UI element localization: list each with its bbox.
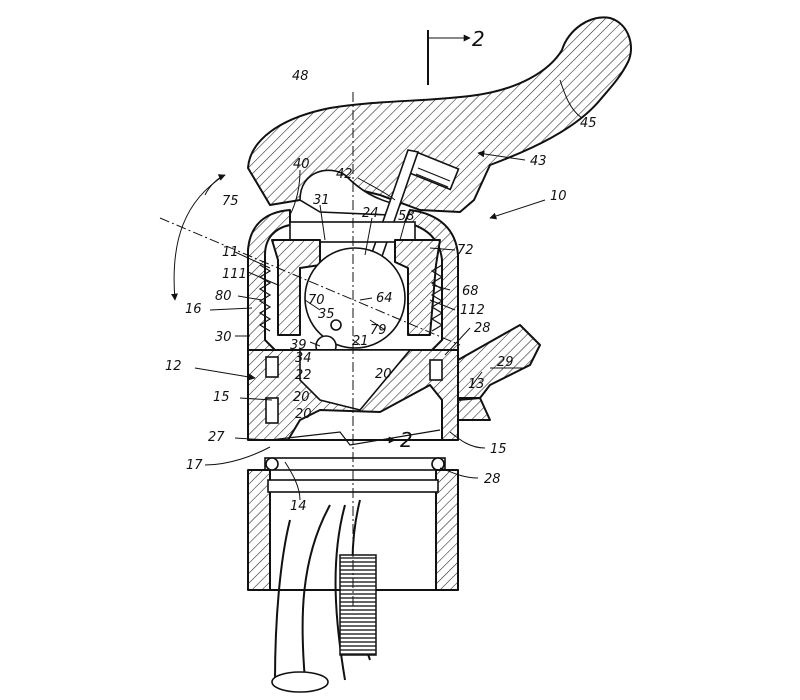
label-31: 31 bbox=[313, 193, 330, 208]
label-111: 111 bbox=[222, 267, 247, 282]
knurled-shaft bbox=[339, 554, 377, 656]
label-39: 39 bbox=[290, 338, 307, 353]
label-75: 75 bbox=[222, 194, 239, 209]
label-68: 68 bbox=[462, 284, 479, 299]
seat-block-right bbox=[394, 239, 441, 336]
label-45: 45 bbox=[580, 116, 597, 131]
cable-left bbox=[274, 519, 291, 681]
label-13: 13 bbox=[468, 377, 485, 392]
spring-right bbox=[430, 264, 444, 332]
set-screw-thread bbox=[417, 167, 451, 182]
label-40: 40 bbox=[293, 157, 310, 172]
label-70: 70 bbox=[308, 293, 325, 308]
label-15-right: 15 bbox=[490, 442, 507, 457]
seal-left-2 bbox=[265, 397, 279, 424]
spring-left bbox=[258, 264, 272, 332]
bleed-channel bbox=[269, 429, 441, 446]
hose-fitting-lower bbox=[457, 397, 491, 421]
label-20-a: 20 bbox=[375, 367, 392, 382]
label-15-left: 15 bbox=[213, 390, 230, 405]
pin bbox=[330, 319, 342, 331]
label-34: 34 bbox=[295, 351, 312, 366]
bottom-sleeve-right bbox=[435, 469, 459, 591]
label-28-bottom: 28 bbox=[484, 472, 501, 487]
label-10: 10 bbox=[550, 189, 567, 204]
seat-block-left bbox=[271, 239, 321, 336]
label-48: 48 bbox=[292, 69, 309, 84]
label-20-c: 20 bbox=[295, 407, 312, 422]
label-30: 30 bbox=[215, 330, 232, 345]
cavity bbox=[299, 349, 412, 411]
cable-right bbox=[334, 504, 346, 681]
label-11: 11 bbox=[222, 245, 239, 260]
ball-element bbox=[304, 247, 406, 349]
label-28-right: 28 bbox=[474, 321, 491, 336]
label-17: 17 bbox=[186, 458, 203, 473]
label-42: 42 bbox=[336, 167, 353, 182]
cable-end bbox=[271, 671, 329, 693]
label-43: 43 bbox=[530, 154, 547, 169]
label-16: 16 bbox=[185, 302, 202, 317]
arrow-12 bbox=[194, 367, 256, 381]
label-35: 35 bbox=[318, 307, 335, 322]
set-screw-thread-2 bbox=[415, 173, 449, 188]
seal-left bbox=[265, 356, 279, 378]
label-79: 79 bbox=[370, 323, 387, 338]
label-22: 22 bbox=[295, 368, 312, 383]
label-27: 27 bbox=[208, 430, 225, 445]
oring-left bbox=[265, 457, 279, 471]
label-112: 112 bbox=[460, 303, 485, 318]
leader-lines bbox=[204, 79, 583, 501]
label-64: 64 bbox=[376, 291, 393, 306]
label-20-b: 20 bbox=[293, 390, 310, 405]
label-12: 12 bbox=[165, 359, 182, 374]
label-72: 72 bbox=[457, 243, 474, 258]
bottom-sleeve-left bbox=[247, 469, 271, 591]
arrow-43 bbox=[477, 150, 526, 161]
rotation-arrow bbox=[170, 174, 226, 301]
seal-ring-14 bbox=[264, 457, 446, 471]
label-21: 21 bbox=[352, 334, 369, 349]
label-58: 58 bbox=[398, 209, 415, 224]
cable-left-2 bbox=[301, 504, 331, 681]
hose-fitting bbox=[457, 324, 541, 399]
label-2-top: 2 bbox=[472, 27, 485, 51]
label-24: 24 bbox=[362, 206, 379, 221]
rotation-arrow-start bbox=[204, 174, 226, 196]
arrow-10 bbox=[489, 199, 546, 220]
label-2-mid: 2 bbox=[400, 428, 413, 452]
label-14: 14 bbox=[290, 499, 307, 514]
seal-right bbox=[429, 359, 443, 381]
tilt-axis bbox=[159, 217, 461, 346]
brake-lever bbox=[247, 16, 632, 213]
label-80: 80 bbox=[215, 289, 232, 304]
label-29: 29 bbox=[497, 355, 514, 370]
